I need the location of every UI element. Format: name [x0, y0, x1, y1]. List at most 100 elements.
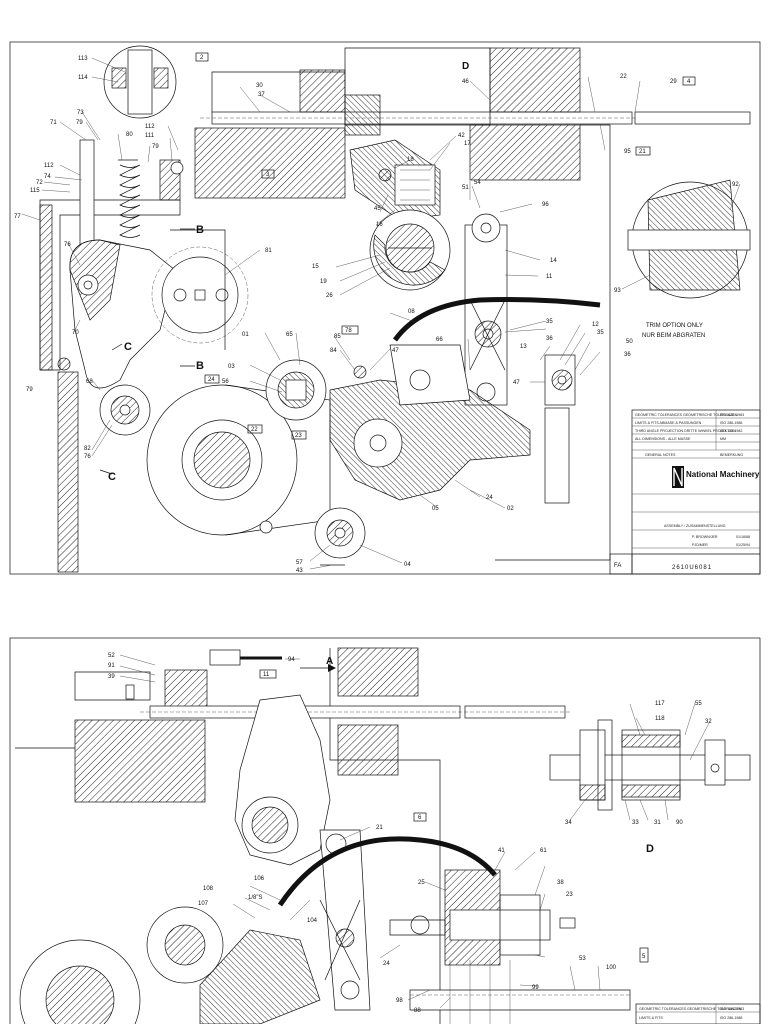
- part-label: 118: [655, 716, 665, 722]
- part-label: 99: [532, 985, 539, 991]
- detail-circle-top-left: [103, 45, 177, 119]
- housing-outline: [344, 47, 491, 126]
- tb-notes-header: GENERAL NOTES: [645, 453, 676, 457]
- part-label: 23: [566, 892, 573, 898]
- part-label: 46: [462, 79, 469, 85]
- box-label: 11: [263, 672, 270, 678]
- spring-housing: [39, 139, 184, 573]
- box-label: 4: [687, 79, 691, 85]
- frame-block-right-upper: [489, 47, 581, 113]
- part-label: 81: [265, 248, 272, 254]
- part-label: 1/8"S: [248, 895, 262, 901]
- part-label: 39: [108, 674, 115, 680]
- cylinder-assembly: [389, 869, 631, 1024]
- view-letter-b-upper: B: [196, 224, 204, 236]
- view-letter-d: D: [646, 843, 654, 855]
- tb-row-2-right: ISO 286-1988: [720, 421, 742, 425]
- part-label: 93: [614, 288, 621, 294]
- part-label: 95: [624, 149, 631, 155]
- box-label: 24: [208, 377, 215, 383]
- cam-disk: [369, 209, 451, 291]
- part-label: 100: [606, 965, 617, 971]
- part-label: 11: [546, 274, 553, 280]
- part-label: 71: [50, 120, 57, 126]
- lever-assembly: [57, 239, 176, 436]
- part-label: 02: [507, 506, 514, 512]
- part-label: 32: [705, 719, 712, 725]
- part-label: 79: [76, 120, 83, 126]
- trim-note-line-2: NUR BEIM ABGRATEN: [642, 333, 705, 339]
- frame-block-right: [337, 647, 419, 697]
- part-label: 115: [30, 188, 40, 194]
- part-label: 36: [624, 352, 631, 358]
- part-label: 18: [407, 157, 414, 163]
- part-label: 107: [198, 901, 209, 907]
- part-label: 55: [695, 701, 702, 707]
- frame-block-upper: [299, 69, 346, 113]
- part-label: 30: [256, 83, 263, 89]
- part-label: 36: [546, 336, 553, 342]
- part-label: 16: [376, 222, 383, 228]
- drawing-number: 2610U6081: [672, 565, 712, 571]
- part-label: 73: [77, 110, 84, 116]
- part-label: 33: [632, 820, 639, 826]
- tb-row-3-left: THIRD ANGLE PROJECTION DRITTE WINKEL PRO…: [635, 429, 736, 433]
- part-label: 61: [540, 848, 547, 854]
- main-lever: [329, 344, 570, 504]
- part-label: 13: [520, 344, 527, 350]
- part-label: 111: [145, 133, 155, 139]
- box-label: 23: [295, 433, 302, 439]
- box-label: 21: [639, 149, 646, 155]
- part-label: 79: [152, 144, 159, 150]
- part-label: 47: [392, 348, 399, 354]
- yoke-bracket: [353, 354, 576, 406]
- part-label: 19: [320, 279, 327, 285]
- part-label: 29: [670, 79, 677, 85]
- part-label: 41: [498, 848, 505, 854]
- tb-row-1-left: GEOMETRIC TOLERANCES GEOMETRISCHE TOLERA…: [635, 413, 738, 417]
- part-label: 22: [620, 74, 627, 80]
- part-label: 24: [383, 961, 390, 967]
- tb-row-3-right: ISO 128-1982: [720, 429, 742, 433]
- tb-drawn-by: P. BROWN/JER: [692, 535, 718, 539]
- part-label: 72: [36, 180, 43, 186]
- part-label: 108: [203, 886, 214, 892]
- part-label: 26: [326, 293, 333, 299]
- part-label: 65: [286, 332, 293, 338]
- housing-outline-right: [495, 124, 611, 561]
- part-label: 37: [258, 92, 265, 98]
- part-label: 77: [14, 214, 21, 220]
- part-label: 76: [84, 454, 91, 460]
- part-label: 82: [84, 446, 91, 452]
- large-pulley: [146, 359, 331, 536]
- part-label: 53: [579, 956, 586, 962]
- part-label: 17: [464, 141, 471, 147]
- box-label: 78: [345, 328, 352, 334]
- tb-row-4-right: MM: [720, 437, 726, 441]
- tb-part-name: ASSEMBLY / ZUSAMMENSTELLUNG: [664, 524, 726, 528]
- frame-block-left: [194, 127, 346, 199]
- gear-housing: [151, 229, 249, 350]
- pivot-bracket: [349, 139, 441, 221]
- part-label: 68: [86, 379, 93, 385]
- frame-block-right-lower: [469, 124, 581, 181]
- view-letter-b-lower: B: [196, 360, 204, 372]
- part-label: 04: [404, 562, 411, 568]
- part-label: 96: [542, 202, 549, 208]
- part-label: 98: [396, 998, 403, 1004]
- sheet-border: [9, 41, 761, 575]
- view-letter-c-lower: C: [108, 471, 116, 483]
- part-label: 52: [108, 653, 115, 659]
- view-letter-c-upper: C: [124, 341, 132, 353]
- connecting-rod: [464, 213, 508, 406]
- part-label: 24: [486, 495, 493, 501]
- part-label: 112: [145, 124, 155, 130]
- part-label: 106: [254, 876, 265, 882]
- part-label: 117: [655, 701, 665, 707]
- frame-block-right-lower: [337, 724, 399, 776]
- drawing-sheet-1: B B C C D 113 114 73 71 79 80 111 112 79…: [9, 41, 761, 575]
- part-label: 91: [108, 663, 115, 669]
- lever-assembly: [234, 694, 371, 1011]
- part-label: 34: [565, 820, 572, 826]
- trim-note-line-1: TRIM OPTION ONLY: [646, 323, 703, 329]
